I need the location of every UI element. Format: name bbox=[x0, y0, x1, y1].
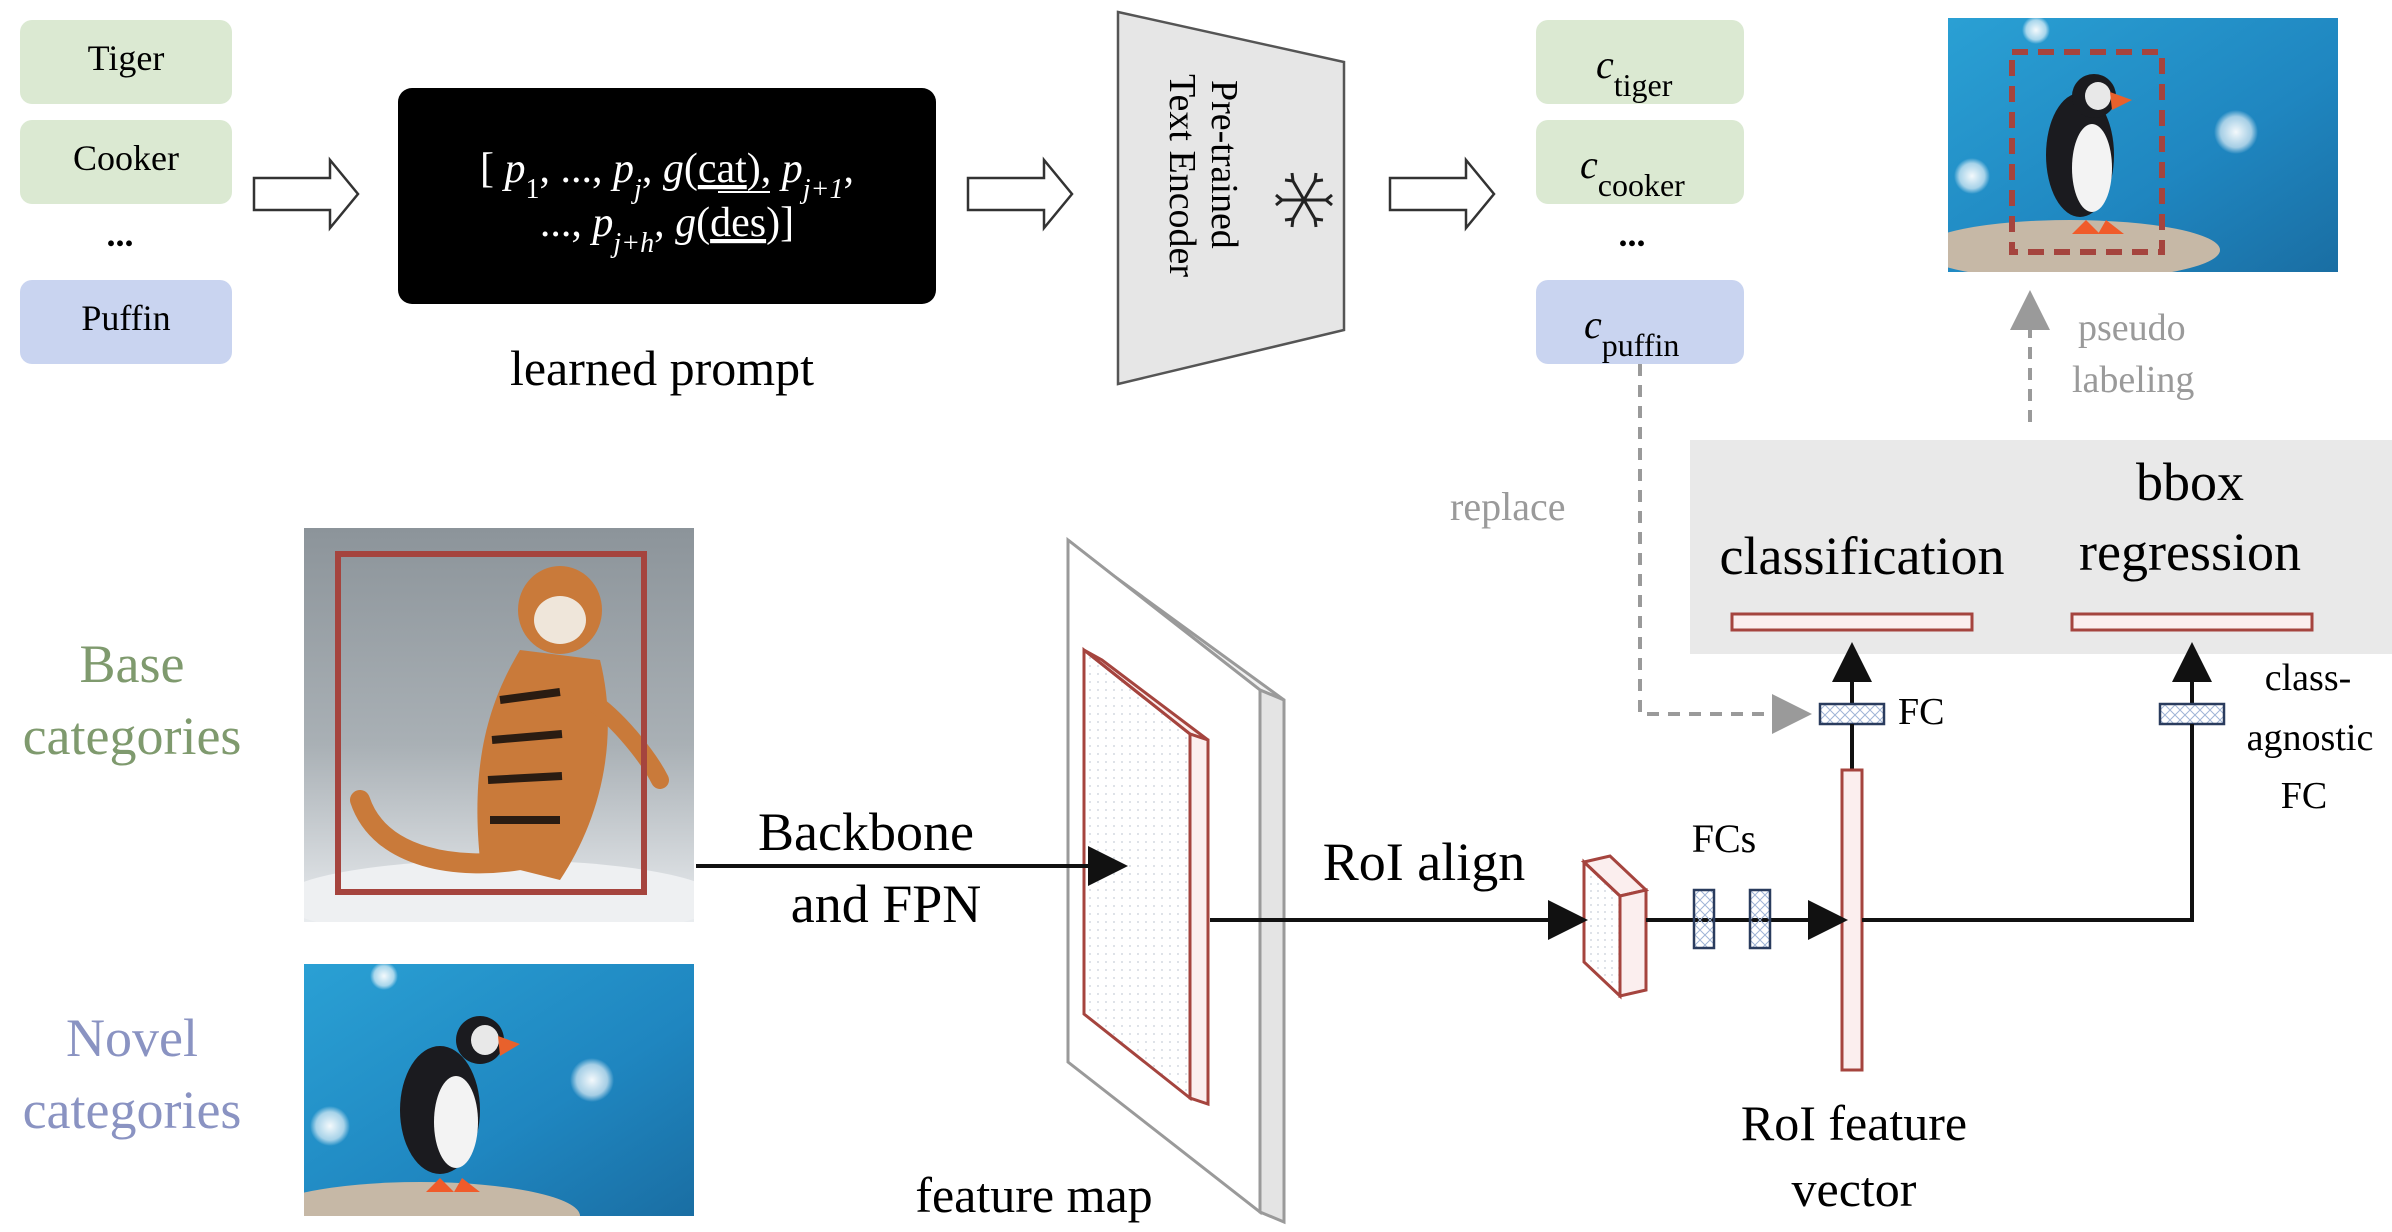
embedding-ellipsis: ... bbox=[1619, 214, 1646, 254]
fcs-label: FCs bbox=[1692, 816, 1757, 861]
embedding-label-tiger: ctiger bbox=[1596, 42, 1673, 103]
pseudo-label-line2: labeling bbox=[2072, 359, 2194, 401]
novel-categories-line1: Novel bbox=[66, 1008, 198, 1068]
prompt-caption: learned prompt bbox=[510, 340, 814, 396]
base-categories-line2: categories bbox=[23, 706, 242, 766]
learned-prompt: [ p1, ..., pj, g(cat), pj+1, ..., pj+h, … bbox=[398, 88, 936, 396]
prompt-line-2: ..., pj+h, g(des)] bbox=[540, 200, 794, 259]
class-list: Tiger Cooker ... Puffin bbox=[20, 20, 232, 364]
text-encoder: Pre-trained Text Encoder bbox=[1116, 10, 1346, 386]
encoder-label-line2: Text Encoder bbox=[1161, 74, 1203, 277]
class-ellipsis: ... bbox=[107, 214, 134, 254]
bbox-label-line2: regression bbox=[2079, 522, 2301, 582]
classification-output-bar bbox=[1730, 612, 1974, 632]
embedding-box-puffin bbox=[1536, 280, 1744, 364]
agnostic-label-line2: agnostic bbox=[2247, 717, 2374, 759]
fcs-box-1 bbox=[1692, 888, 1716, 950]
encoder-label-line1: Pre-trained bbox=[1203, 80, 1245, 249]
agnostic-fc-box bbox=[2158, 702, 2226, 726]
class-embeddings: ctiger ccooker ... cpuffin bbox=[1536, 20, 1744, 364]
vector-to-agnostic-fc-line bbox=[1862, 724, 2194, 922]
hollow-arrow-1 bbox=[252, 156, 360, 232]
tiger-image bbox=[304, 528, 694, 922]
novel-categories-line2: categories bbox=[23, 1080, 242, 1140]
pseudo-bbox bbox=[2009, 49, 2165, 255]
roi-align-label: RoI align bbox=[1323, 832, 1525, 892]
fcs-box-2 bbox=[1748, 888, 1772, 950]
pseudo-labeled-image bbox=[1948, 18, 2338, 272]
class-box-tiger bbox=[20, 20, 232, 104]
fc-label: FC bbox=[1898, 691, 1944, 733]
agnostic-label-line3: FC bbox=[2281, 775, 2327, 817]
embedding-label-puffin: cpuffin bbox=[1584, 302, 1679, 363]
embedding-label-cooker: ccooker bbox=[1580, 142, 1685, 203]
roi-feature-label-line1: RoI feature bbox=[1741, 1095, 1967, 1151]
backbone-label-line2: and FPN bbox=[791, 874, 982, 934]
feature-map bbox=[1066, 536, 1286, 1225]
roi-feature-vector bbox=[1840, 768, 1864, 1072]
detection-head: classification bbox regression bbox=[1690, 440, 2392, 654]
tiger-bbox bbox=[335, 551, 647, 895]
class-label-cooker: Cooker bbox=[73, 138, 179, 178]
base-categories-line1: Base bbox=[80, 634, 185, 694]
replace-label: replace bbox=[1450, 484, 1565, 529]
embedding-box-tiger bbox=[1536, 20, 1744, 104]
puffin-image bbox=[304, 964, 694, 1216]
hollow-arrow-2 bbox=[966, 156, 1074, 232]
hollow-arrow-3 bbox=[1388, 156, 1496, 232]
encoder-trapezoid bbox=[1116, 10, 1346, 386]
backbone-label-line1: Backbone bbox=[758, 802, 974, 862]
fc-box bbox=[1818, 702, 1886, 726]
prompt-line-1: [ p1, ..., pj, g(cat), pj+1, bbox=[480, 146, 854, 205]
class-label-tiger: Tiger bbox=[88, 38, 165, 78]
embedding-box-cooker bbox=[1536, 120, 1744, 204]
roi-feature-label-line2: vector bbox=[1792, 1161, 1917, 1217]
class-label-puffin: Puffin bbox=[81, 298, 170, 338]
bbox-output-bar bbox=[2070, 612, 2314, 632]
snowflake-icon bbox=[1275, 172, 1333, 228]
class-box-cooker bbox=[20, 120, 232, 204]
prompt-box bbox=[398, 88, 936, 304]
class-box-puffin bbox=[20, 280, 232, 364]
agnostic-label-line1: class- bbox=[2265, 657, 2352, 699]
bbox-label-line1: bbox bbox=[2136, 452, 2244, 512]
feature-map-label: feature map bbox=[915, 1167, 1152, 1223]
roi-feature-cube bbox=[1580, 854, 1650, 1000]
classification-label: classification bbox=[1720, 526, 2005, 586]
replace-arrow bbox=[1638, 364, 1812, 734]
pseudo-label-line1: pseudo bbox=[2078, 307, 2186, 349]
